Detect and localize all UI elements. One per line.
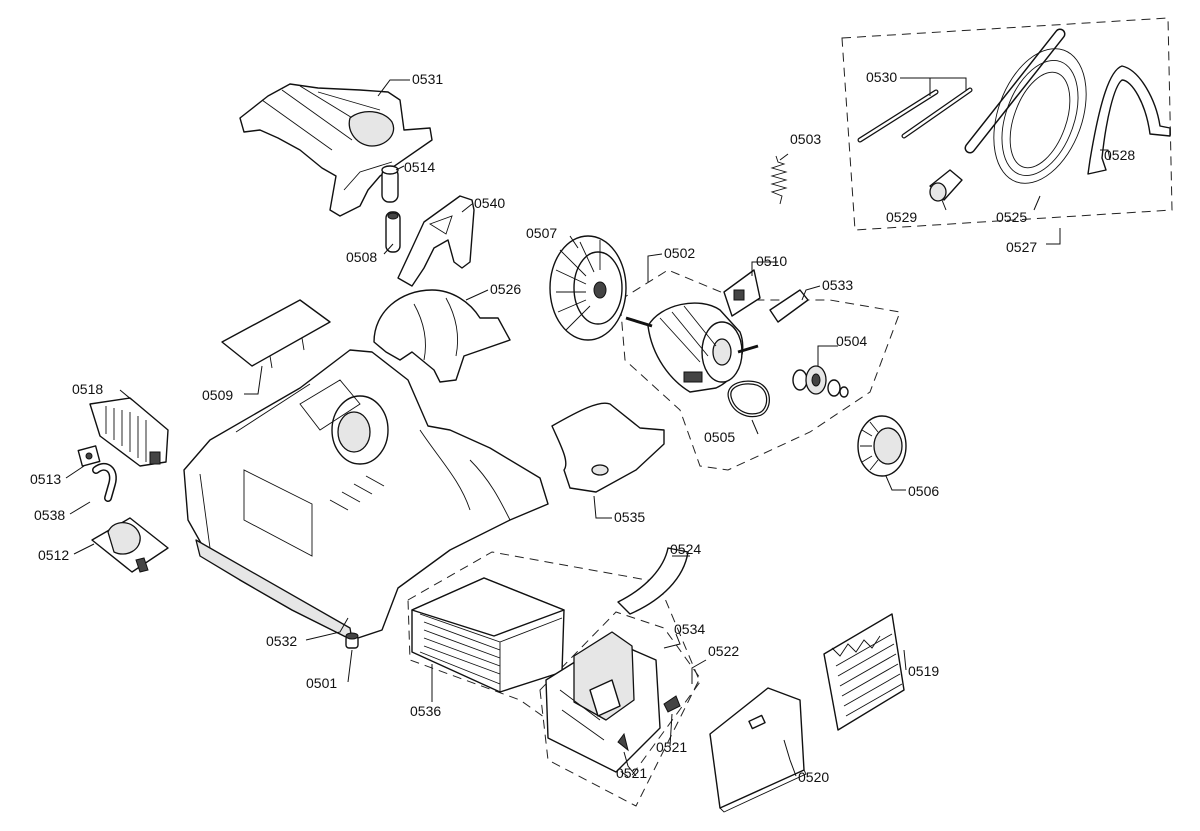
part-0505-belt — [727, 380, 770, 418]
part-0502-motor — [625, 302, 759, 393]
label-0513: 0513 — [30, 471, 61, 487]
part-0522-lint-filter — [545, 631, 661, 773]
part-0521-screw-b — [617, 732, 629, 752]
label-0533: 0533 — [822, 277, 853, 293]
label-0524: 0524 — [670, 541, 701, 557]
label-0518: 0518 — [72, 381, 103, 397]
accessory-kit-outline — [841, 17, 1173, 231]
label-0529: 0529 — [886, 209, 917, 225]
label-0531: 0531 — [412, 71, 443, 87]
part-0501-foot — [345, 632, 359, 649]
label-0510: 0510 — [756, 253, 787, 269]
label-0520: 0520 — [798, 769, 829, 785]
part-labels: 0531 0514 0508 0540 0526 0509 0518 0513 … — [30, 69, 1135, 785]
part-0513-clip — [77, 445, 101, 467]
part-0519-grille — [823, 613, 905, 731]
label-0506: 0506 — [908, 483, 939, 499]
part-0525-drain-hose — [964, 28, 1087, 184]
label-0525: 0525 — [996, 209, 1027, 225]
label-0512: 0512 — [38, 547, 69, 563]
part-0512-pump — [91, 517, 169, 573]
part-0514-cylinder — [381, 165, 399, 203]
lint-filter-outline — [539, 611, 701, 807]
label-0521-b: 0521 — [616, 765, 647, 781]
label-0536: 0536 — [410, 703, 441, 719]
label-0514: 0514 — [404, 159, 435, 175]
part-0508-shaft — [385, 211, 401, 253]
label-0535: 0535 — [614, 509, 645, 525]
label-0538: 0538 — [34, 507, 65, 523]
label-0507: 0507 — [526, 225, 557, 241]
part-0506-impeller — [857, 415, 907, 477]
part-0526-shroud — [373, 289, 511, 383]
part-0530-straps — [857, 87, 973, 143]
label-0521-a: 0521 — [656, 739, 687, 755]
part-0536-condenser — [411, 577, 565, 693]
label-0501: 0501 — [306, 675, 337, 691]
label-0532: 0532 — [266, 633, 297, 649]
part-0528-hose-bracket — [1087, 65, 1171, 175]
leader-lines — [65, 77, 1111, 777]
filter-group-outline — [407, 551, 701, 779]
label-0505: 0505 — [704, 429, 735, 445]
part-0535-duct — [551, 402, 665, 493]
part-0532-base-frame — [183, 349, 549, 641]
label-0526: 0526 — [490, 281, 521, 297]
label-0534: 0534 — [674, 621, 705, 637]
part-0540-bracket — [397, 195, 475, 287]
label-0522: 0522 — [708, 643, 739, 659]
label-0504: 0504 — [836, 333, 867, 349]
label-0527: 0527 — [1006, 239, 1037, 255]
part-0521-screw-a — [663, 695, 681, 713]
label-0519: 0519 — [908, 663, 939, 679]
part-0529-connector — [929, 169, 963, 202]
label-0509: 0509 — [202, 387, 233, 403]
part-0538-hose — [92, 462, 117, 502]
part-0507-fan-wheel — [549, 235, 627, 341]
label-0503: 0503 — [790, 131, 821, 147]
label-0508: 0508 — [346, 249, 377, 265]
part-0509-plate — [221, 299, 331, 369]
part-0503-spring — [770, 155, 788, 205]
label-0540: 0540 — [474, 195, 505, 211]
label-0530: 0530 — [866, 69, 897, 85]
part-0504-pulley-set — [792, 365, 849, 398]
part-0533-plate — [769, 289, 809, 323]
label-0528: 0528 — [1104, 147, 1135, 163]
label-0502: 0502 — [664, 245, 695, 261]
part-0531-top-cover — [239, 83, 433, 217]
part-0510-switch — [723, 269, 761, 317]
part-0524-seal-strip — [617, 547, 689, 615]
part-0518-housing — [89, 397, 169, 467]
part-0520-access-panel — [709, 687, 807, 813]
